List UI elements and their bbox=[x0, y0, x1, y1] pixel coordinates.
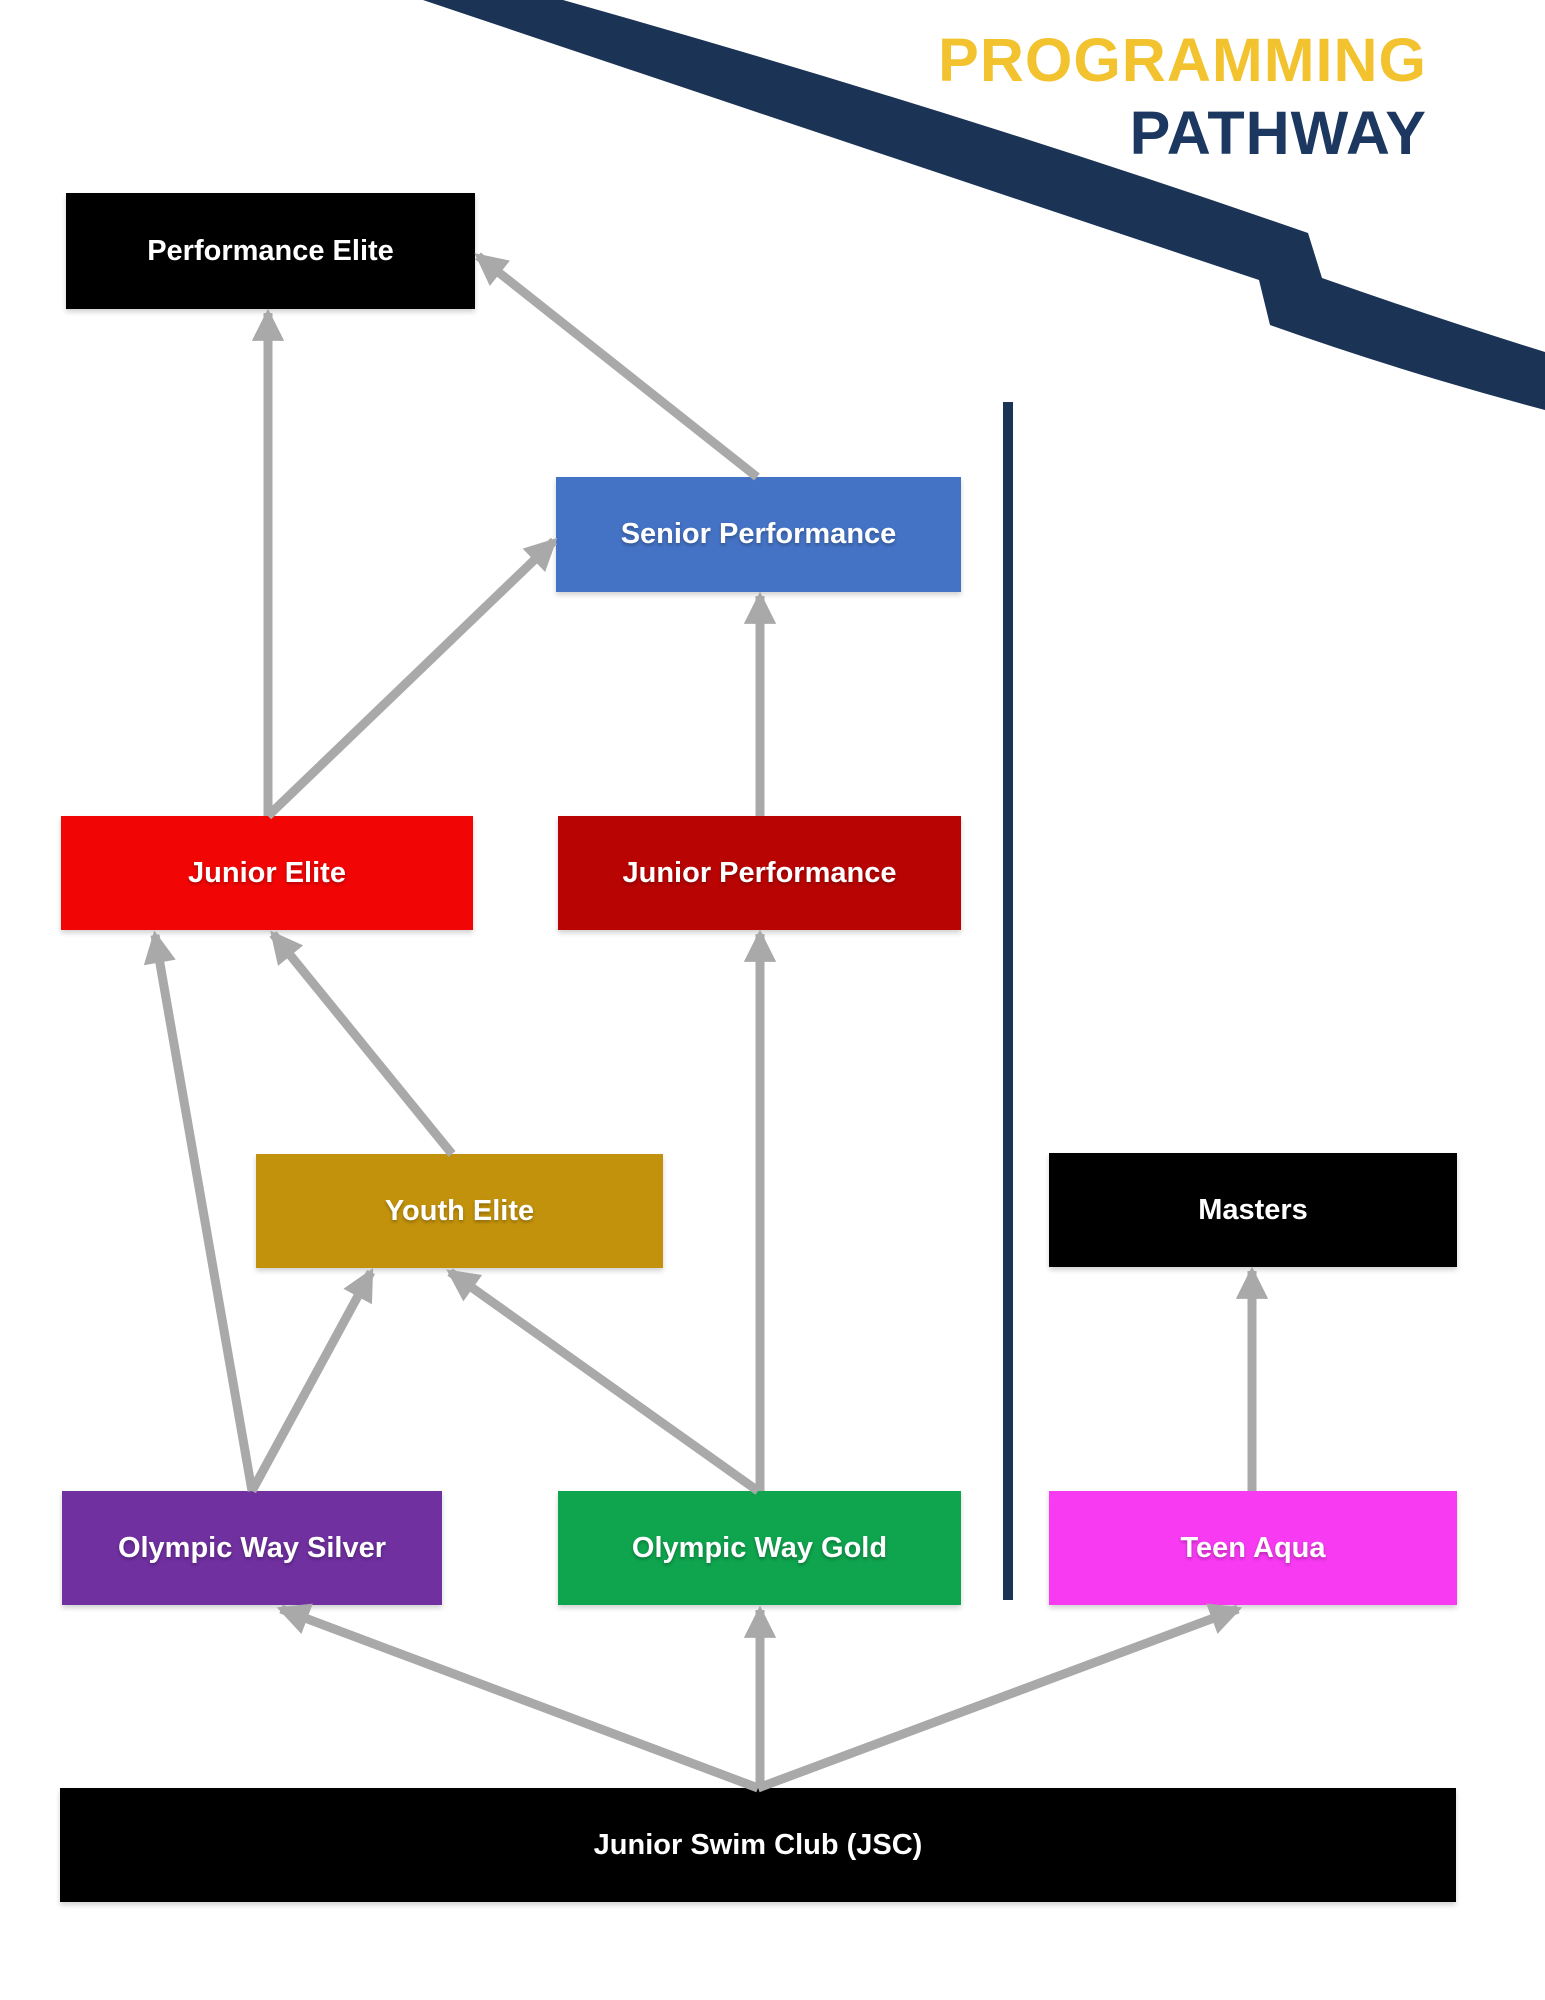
node-label: Olympic Way Silver bbox=[117, 1531, 387, 1564]
node-olympic-way-silver: Olympic Way Silver bbox=[62, 1491, 442, 1605]
title-word-programming: PROGRAMMING bbox=[938, 26, 1427, 94]
arrow-olympic-way-gold-to-youth-elite bbox=[446, 1268, 761, 1495]
node-label: Teen Aqua bbox=[1180, 1531, 1326, 1564]
title-word-pathway: PATHWAY bbox=[1129, 99, 1427, 167]
node-label: Senior Performance bbox=[620, 518, 897, 550]
node-teen-aqua: Teen Aqua bbox=[1049, 1491, 1457, 1605]
arrow-olympic-way-silver-to-junior-elite bbox=[143, 930, 257, 1492]
page-title: PROGRAMMING PATHWAY bbox=[938, 24, 1427, 170]
node-label: Junior Elite bbox=[188, 856, 346, 889]
arrow-youth-elite-to-junior-elite bbox=[269, 930, 456, 1157]
node-olympic-way-gold: Olympic Way Gold bbox=[558, 1491, 961, 1605]
node-label: Olympic Way Gold bbox=[631, 1531, 888, 1564]
node-performance-elite: Performance Elite bbox=[66, 193, 475, 309]
node-youth-elite: Youth Elite bbox=[256, 1154, 663, 1268]
node-junior-performance: Junior Performance bbox=[558, 816, 961, 930]
arrow-senior-performance-to-performance-elite bbox=[474, 252, 760, 481]
node-junior-swim-club: Junior Swim Club (JSC) bbox=[60, 1788, 1456, 1902]
node-junior-elite: Junior Elite bbox=[61, 816, 473, 930]
arrow-junior-elite-to-senior-performance bbox=[264, 537, 558, 820]
node-label: Junior Performance bbox=[622, 856, 897, 889]
node-label: Performance Elite bbox=[147, 234, 394, 267]
arrow-jsc-to-olympic-way-silver bbox=[276, 1603, 760, 1793]
arrow-olympic-way-silver-to-youth-elite bbox=[248, 1268, 375, 1494]
node-label: Junior Swim Club (JSC) bbox=[593, 1828, 923, 1861]
node-masters: Masters bbox=[1049, 1153, 1457, 1267]
node-label: Masters bbox=[1198, 1193, 1308, 1226]
node-senior-performance: Senior Performance bbox=[556, 477, 961, 592]
arrow-jsc-to-teen-aqua bbox=[756, 1603, 1243, 1793]
node-label: Youth Elite bbox=[384, 1194, 535, 1227]
